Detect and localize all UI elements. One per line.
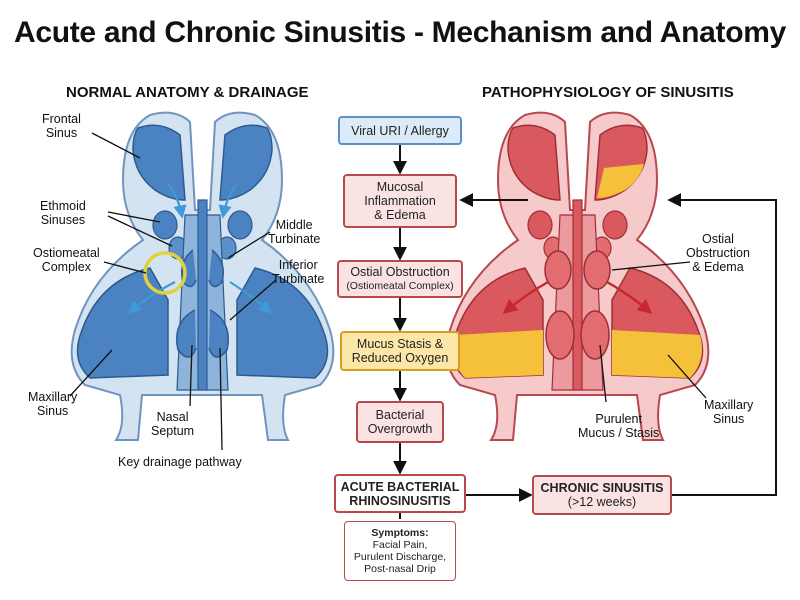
left-frontal-sinus — [132, 124, 186, 201]
normal-anatomy-heading: NORMAL ANATOMY & DRAINAGE — [66, 84, 309, 101]
pathophysiology-heading: PATHOPHYSIOLOGY OF SINUSITIS — [482, 84, 734, 101]
maxillary-pus-right — [612, 330, 703, 378]
maxillary-pus-left — [452, 330, 543, 378]
flow-box-chronic-sinusitis: CHRONIC SINUSITIS(>12 weeks) — [532, 475, 672, 515]
frontal-pus — [597, 164, 644, 198]
flow-box-symptoms: Symptoms:Facial Pain,Purulent Discharge,… — [344, 521, 456, 581]
inflamed-anatomy-illustration — [445, 111, 710, 441]
left-ethmoid-cell — [152, 210, 178, 240]
drainage-arrow — [167, 183, 187, 219]
left-frontal-sinus-inflamed — [507, 124, 561, 201]
right-maxillary-sinus — [236, 267, 329, 379]
left-maxillary-sinus — [76, 267, 169, 379]
feedback-loop-arrow — [667, 193, 777, 496]
right-frontal-sinus — [219, 124, 273, 201]
flow-arrows — [393, 145, 777, 519]
right-ethmoid-cell — [227, 210, 253, 240]
nasal-septum — [197, 199, 208, 391]
normal-anatomy-illustration — [69, 111, 335, 451]
flow-box-ostial-obstruction: Ostial Obstruction(Ostiomeatal Complex) — [337, 260, 463, 298]
page-title: Acute and Chronic Sinusitis - Mechanism … — [13, 16, 787, 49]
label-key-drainage-pathway: Key drainage pathway — [118, 455, 242, 469]
flow-box-viral-uri: Viral URI / Allergy — [338, 116, 462, 145]
blocked-drainage-arrow — [502, 280, 549, 314]
flow-box-mucus-stasis: Mucus Stasis &Reduced Oxygen — [340, 331, 460, 371]
swollen-turbinate — [544, 250, 572, 290]
